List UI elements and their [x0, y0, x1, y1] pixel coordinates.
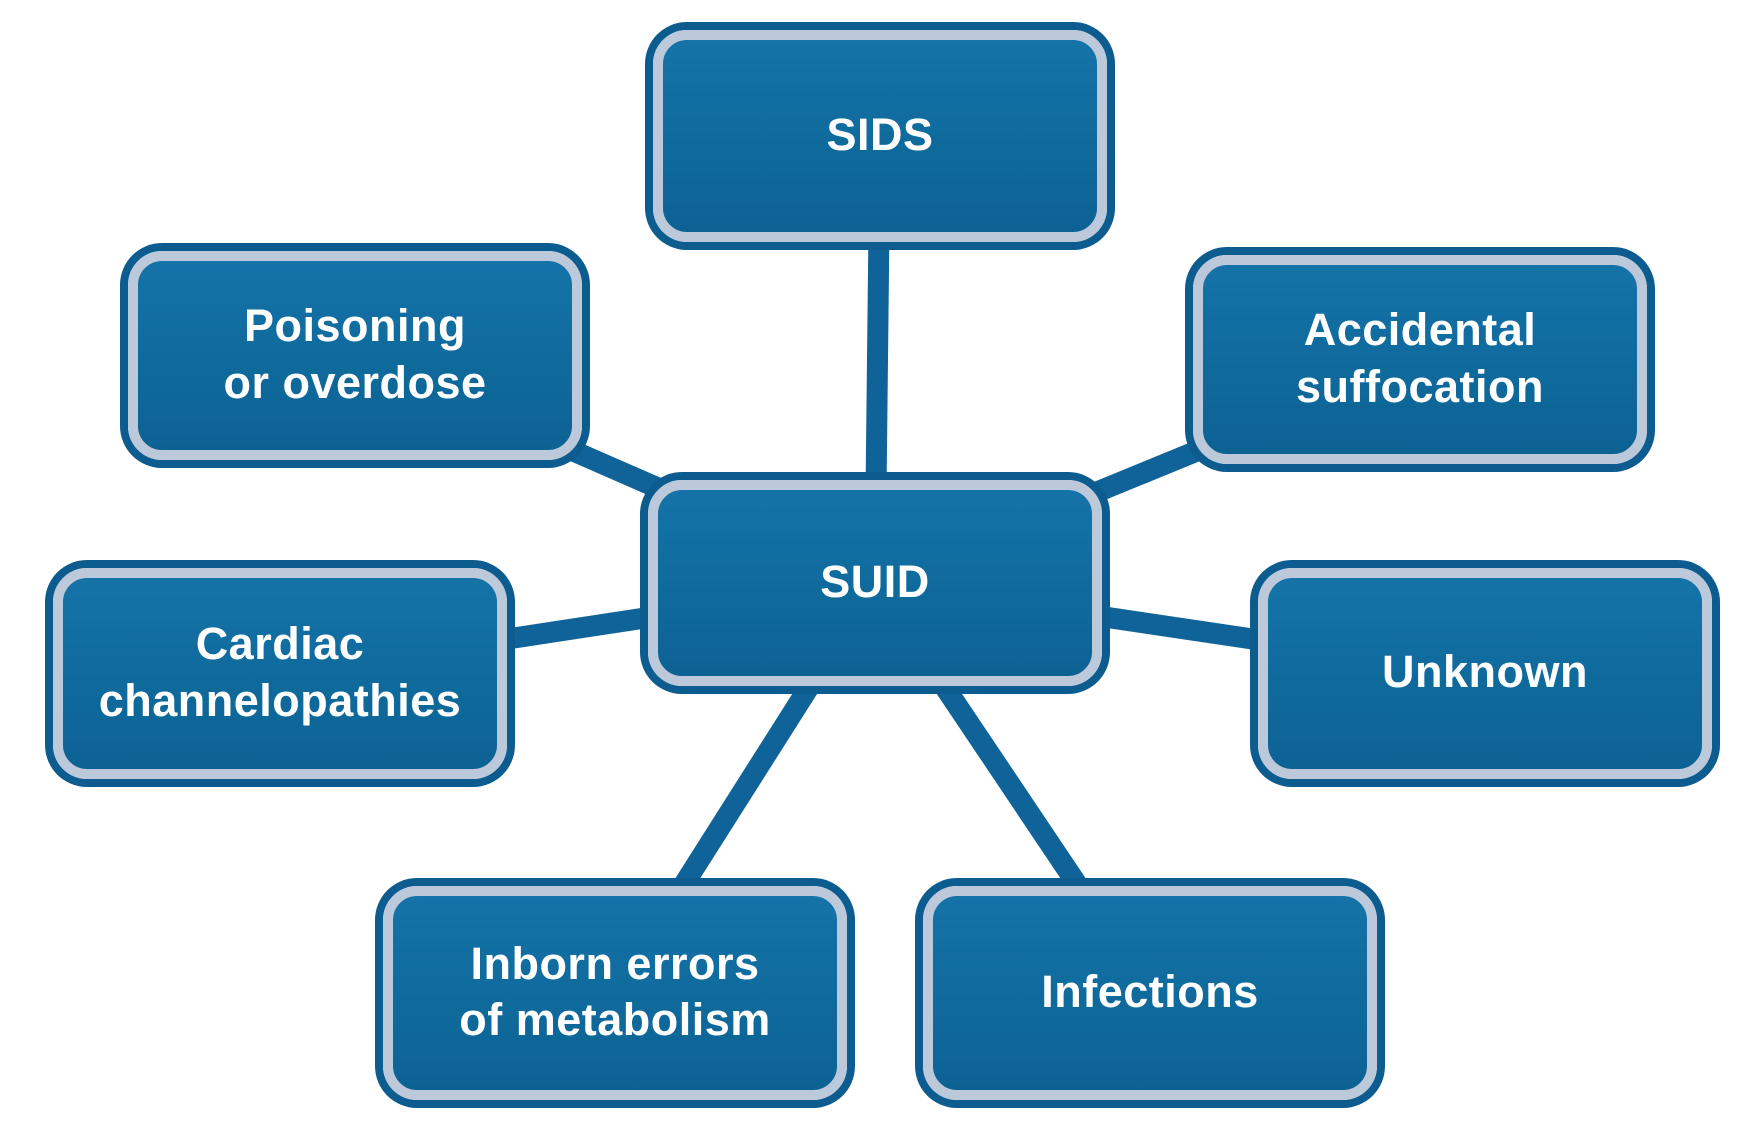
node-label-cardiac-channelopathies: Cardiac channelopathies: [98, 618, 462, 726]
node-infections: Infections: [923, 886, 1377, 1100]
node-accidental-suffocation: Accidental suffocation: [1193, 255, 1647, 464]
node-suid: SUID: [648, 480, 1102, 686]
node-label-suid: SUID: [820, 555, 930, 607]
node-cardiac-channelopathies: Cardiac channelopathies: [53, 568, 507, 779]
node-unknown: Unknown: [1258, 568, 1712, 779]
node-sids: SIDS: [653, 30, 1107, 242]
node-label-sids: SIDS: [826, 108, 934, 160]
node-label-poisoning-or-overdose: Poisoning or overdose: [223, 300, 487, 408]
node-label-unknown: Unknown: [1382, 646, 1588, 698]
node-label-infections: Infections: [1041, 965, 1259, 1017]
node-label-inborn-errors-of-metabolism: Inborn errors of metabolism: [459, 937, 771, 1045]
node-label-accidental-suffocation: Accidental suffocation: [1296, 304, 1544, 412]
node-poisoning-or-overdose: Poisoning or overdose: [128, 251, 582, 460]
node-inborn-errors-of-metabolism: Inborn errors of metabolism: [383, 886, 847, 1100]
